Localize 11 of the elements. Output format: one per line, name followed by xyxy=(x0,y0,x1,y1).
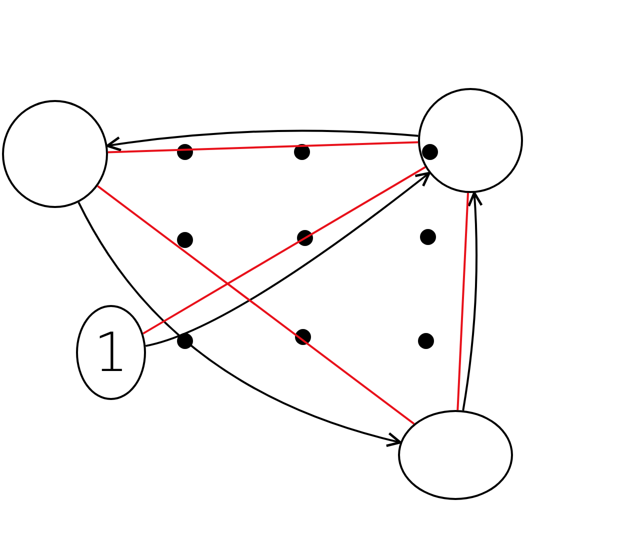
arrow xyxy=(462,192,483,411)
circle-node xyxy=(76,305,146,400)
node-number: 1 xyxy=(94,326,128,380)
arrow xyxy=(78,202,402,447)
arrow xyxy=(106,130,418,152)
line xyxy=(108,141,418,154)
circle-node xyxy=(398,410,513,500)
circle-node xyxy=(2,100,108,208)
circle-node xyxy=(418,88,523,193)
line xyxy=(97,185,415,425)
line xyxy=(456,192,469,410)
